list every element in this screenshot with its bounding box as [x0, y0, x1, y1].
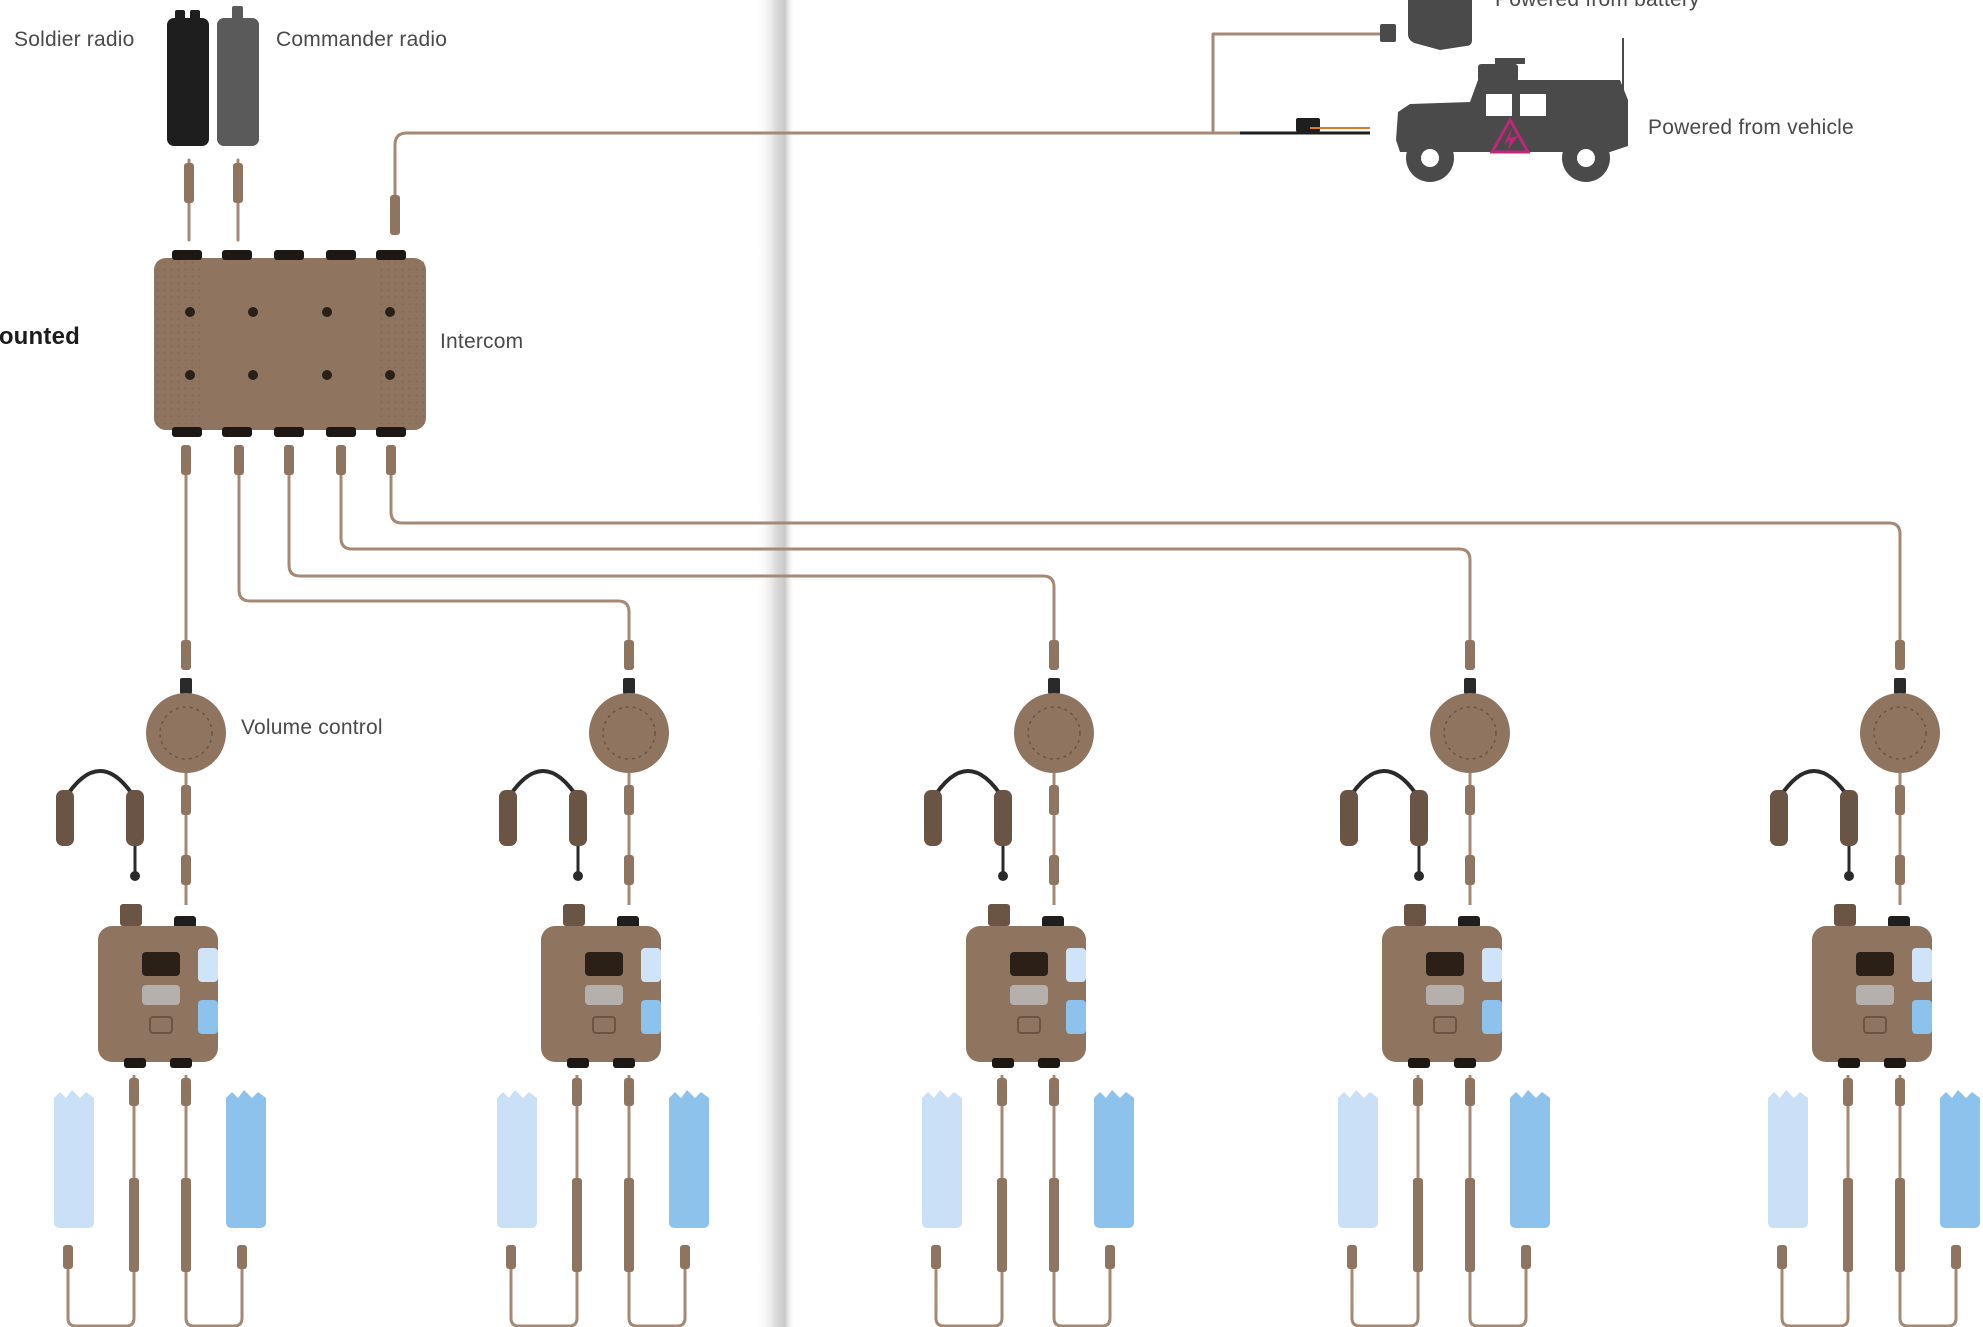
battery-icon: [1380, 0, 1472, 50]
radio-icon: [1338, 1090, 1378, 1228]
volume-knob-icon: [1430, 678, 1510, 773]
commander-radio-icon: [217, 6, 259, 146]
station-5: [1768, 640, 1980, 1327]
page-fold: [755, 0, 795, 1327]
radio-icon: [226, 1090, 266, 1228]
soldier-radio-label: Soldier radio: [14, 28, 135, 51]
volume-knob-icon: [1014, 678, 1094, 773]
cable-station-5: [389, 458, 1902, 652]
control-unit-icon: [98, 904, 218, 1068]
cable-station-2: [237, 458, 631, 652]
control-unit-icon: [1812, 904, 1932, 1068]
coiled-cable-icon: [1895, 1075, 1905, 1272]
cable-station-4: [339, 458, 1472, 652]
intercom-icon: [154, 250, 426, 475]
coiled-cable-icon: [1049, 1075, 1059, 1272]
radio-connectors: [184, 163, 400, 235]
coiled-cable-icon: [1843, 1075, 1853, 1272]
station-3: [922, 640, 1134, 1327]
radio-icon: [1094, 1090, 1134, 1228]
cable-network: [184, 32, 1902, 652]
radio-icon: [497, 1090, 537, 1228]
volume-knob-icon: [146, 678, 226, 773]
headset-icon: [499, 769, 587, 881]
coiled-cable-icon: [1465, 1075, 1475, 1272]
headset-icon: [1340, 769, 1428, 881]
radio-icon: [54, 1090, 94, 1228]
station-4: [1338, 640, 1550, 1327]
radio-icon: [922, 1090, 962, 1228]
coiled-cable-icon: [181, 1075, 191, 1272]
coiled-cable-icon: [1413, 1075, 1423, 1272]
soldier-radio-icon: [167, 10, 209, 146]
coiled-cable-icon: [572, 1075, 582, 1272]
intercom-label: Intercom: [440, 330, 524, 353]
station-1: [54, 640, 266, 1327]
control-unit-icon: [541, 904, 661, 1068]
powered-battery-label: Powered from battery: [1495, 0, 1700, 12]
powered-vehicle-label: Powered from vehicle: [1648, 116, 1854, 139]
headset-icon: [924, 769, 1012, 881]
headset-icon: [56, 769, 144, 881]
headset-icon: [1770, 769, 1858, 881]
control-unit-icon: [1382, 904, 1502, 1068]
battery-cable: [1211, 32, 1387, 135]
mode-title: Mounted: [0, 323, 80, 350]
radio-icon: [1768, 1090, 1808, 1228]
volume-control-label: Volume control: [241, 716, 383, 739]
radio-icon: [669, 1090, 709, 1228]
power-cable: [393, 131, 1252, 232]
radio-icon: [1510, 1090, 1550, 1228]
coiled-cable-icon: [129, 1075, 139, 1272]
radio-icon: [1940, 1090, 1980, 1228]
coiled-cable-icon: [624, 1075, 634, 1272]
volume-knob-icon: [589, 678, 669, 773]
volume-knob-icon: [1860, 678, 1940, 773]
coiled-cable-icon: [997, 1075, 1007, 1272]
stations: [54, 640, 1980, 1327]
control-unit-icon: [966, 904, 1086, 1068]
commander-radio-label: Commander radio: [276, 28, 448, 51]
cable-station-3: [287, 458, 1056, 652]
station-2: [497, 640, 709, 1327]
vehicle-icon: [1240, 38, 1628, 182]
